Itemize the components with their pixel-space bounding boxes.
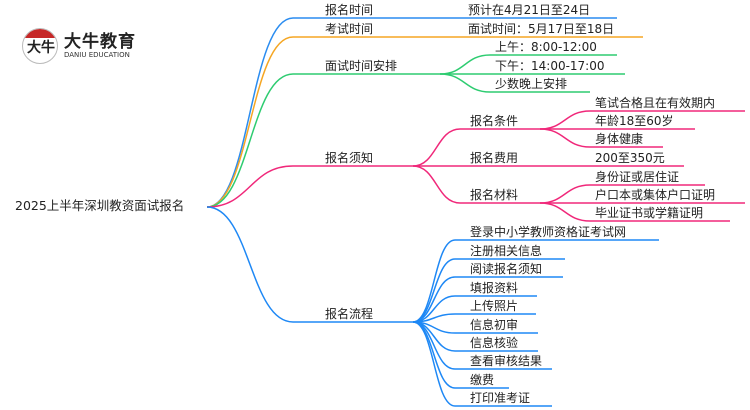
child-node: 少数晚上安排: [495, 76, 567, 91]
child-node: 报名费用: [470, 150, 518, 165]
child-node: 填报资料: [470, 280, 518, 295]
grandchild-node: 200至350元: [595, 151, 665, 165]
branch-node: 考试时间: [325, 21, 373, 36]
child-node: 查看审核结果: [470, 353, 542, 368]
child-node: 打印准考证: [470, 391, 530, 405]
grandchild-connector: [539, 128, 591, 148]
child-node: 信息初审: [470, 317, 518, 332]
logo-subtitle: DANIU EDUCATION: [64, 50, 130, 59]
grandchild-connector: [539, 202, 591, 222]
logo-name: 大牛教育: [64, 31, 136, 52]
child-node: 上午：8:00-12:00: [495, 40, 597, 54]
child-node: 报名条件: [470, 113, 518, 128]
logo-icon: 大牛: [22, 28, 58, 64]
grandchild-node: 身体健康: [595, 131, 643, 146]
logo: 大牛 大牛教育 DANIU EDUCATION: [22, 28, 136, 64]
child-node: 预计在4月21日至24日: [468, 3, 590, 17]
child-node: 信息核验: [470, 335, 518, 350]
child-connector: [412, 239, 456, 323]
grandchild-node: 毕业证书或学籍证明: [595, 205, 703, 220]
grandchild-connector: [539, 184, 591, 204]
child-node: 上传照片: [470, 298, 518, 313]
child-node: 报名材料: [470, 187, 518, 202]
child-node: 注册相关信息: [470, 243, 542, 258]
branch-node: 报名时间: [325, 2, 373, 17]
grandchild-connector: [539, 110, 591, 130]
branch-node: 面试时间安排: [325, 58, 397, 73]
grandchild-node: 身份证或居住证: [595, 169, 679, 184]
branch-node: 报名须知: [325, 150, 373, 165]
grandchild-node: 年龄18至60岁: [595, 113, 674, 128]
child-connector: [412, 321, 456, 407]
child-connector: [412, 165, 461, 204]
child-connector: [412, 128, 461, 167]
child-node: 登录中小学教师资格证考试网: [470, 224, 626, 239]
child-node: 缴费: [470, 372, 494, 387]
branch-connector: [206, 36, 294, 208]
root-node: 2025上半年深圳教资面试报名: [15, 198, 184, 213]
child-connector: [412, 258, 456, 323]
branch-node: 报名流程: [325, 306, 373, 321]
child-node: 下午：14:00-17:00: [495, 59, 605, 73]
branch-connector: [206, 73, 294, 208]
child-connector: [439, 54, 491, 75]
grandchild-node: 笔试合格且在有效期内: [595, 95, 715, 110]
branch-connector: [206, 165, 294, 208]
grandchild-node: 户口本或集体户口证明: [595, 187, 715, 202]
child-node: 面试时间：5月17日至18日: [468, 21, 614, 36]
child-connector: [439, 73, 491, 93]
logo-mark-text: 大牛: [27, 40, 55, 56]
branch-connector: [206, 206, 294, 323]
child-node: 阅读报名须知: [470, 261, 542, 276]
branch-connector: [206, 17, 294, 208]
